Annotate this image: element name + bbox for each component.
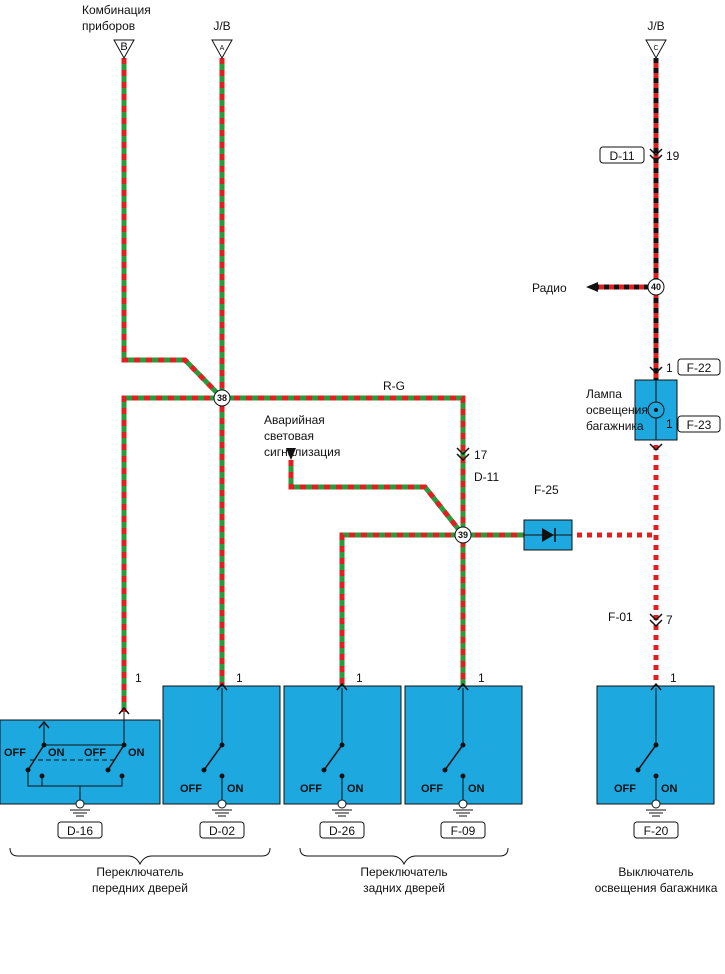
wire-color-label: R-G [383, 379, 405, 393]
svg-text:D-16: D-16 [67, 824, 93, 838]
wires [121, 58, 659, 712]
group-rear-2: задних дверей [363, 881, 445, 895]
lampa-label-3: багажника [586, 419, 644, 433]
jb-a-title: J/B [213, 19, 230, 33]
kombinatsiya-title-1: Комбинация [82, 3, 151, 17]
node-38: 38 [213, 389, 231, 407]
wire-to-d26 [339, 532, 463, 686]
svg-text:1: 1 [236, 671, 243, 685]
svg-text:1: 1 [478, 671, 485, 685]
svg-text:F-23: F-23 [687, 418, 712, 432]
group-trunk-2: освещения багажника [595, 881, 718, 895]
svg-text:38: 38 [217, 393, 227, 403]
svg-text:ON: ON [227, 783, 244, 795]
connector-f22: 1 F-22 [649, 358, 721, 376]
ground-icon [453, 799, 473, 817]
svg-text:ON: ON [48, 747, 65, 759]
jb-a-pin: A [220, 45, 225, 52]
radio-label: Радио [532, 281, 567, 295]
group-rear-1: Переключатель [360, 865, 447, 879]
trunk-lamp [634, 379, 678, 441]
ground-icon [332, 799, 352, 817]
svg-text:17: 17 [474, 448, 488, 462]
svg-text:1: 1 [135, 671, 142, 685]
group-front-1: Переключатель [96, 865, 183, 879]
svg-text:ON: ON [661, 783, 678, 795]
ground-icon [646, 799, 666, 817]
kombinatsiya-pin: B [120, 41, 127, 53]
svg-text:D-11: D-11 [474, 470, 499, 484]
switch-d16: 1 OFF ON OFF ON D-16 [0, 671, 161, 839]
svg-text:1: 1 [666, 417, 673, 431]
f25-label: F-25 [534, 483, 559, 497]
svg-text:1: 1 [666, 361, 673, 375]
brace-rear [299, 847, 509, 866]
wire-to-d16 [121, 395, 222, 712]
svg-text:ON: ON [468, 783, 485, 795]
connector-f23: 1 F-23 [649, 415, 721, 452]
svg-text:OFF: OFF [84, 747, 106, 759]
svg-text:OFF: OFF [421, 783, 443, 795]
avariynaya-label-1: Аварийная [264, 413, 325, 427]
connector-f01: F-01 7 [608, 610, 673, 628]
wire-radio [586, 282, 656, 292]
group-front-2: передних дверей [92, 881, 188, 895]
switch-f09: 1 OFF ON F-09 [404, 671, 523, 839]
svg-text:1: 1 [356, 671, 363, 685]
d11-top-pin: 19 [666, 149, 680, 163]
svg-text:D-02: D-02 [209, 824, 235, 838]
svg-text:D-26: D-26 [329, 824, 355, 838]
switch-f20: 1 OFF ON F-20 [596, 671, 715, 839]
svg-text:OFF: OFF [4, 747, 26, 759]
switch-d02: 1 OFF ON D-02 [162, 671, 281, 839]
lampa-label-1: Лампа [586, 387, 622, 401]
avariynaya-arrow-icon [286, 448, 296, 460]
group-trunk-1: Выключатель [618, 865, 693, 879]
svg-text:OFF: OFF [180, 783, 202, 795]
lampa-label-2: освещения [586, 403, 648, 417]
avariynaya-label-3: сигнализация [264, 445, 340, 459]
connector-d11-mid: 17 D-11 [456, 447, 499, 484]
svg-text:F-09: F-09 [451, 824, 476, 838]
svg-text:ON: ON [128, 747, 145, 759]
d11-top-label: D-11 [609, 149, 634, 163]
node-40: 40 [647, 278, 665, 296]
svg-text:OFF: OFF [614, 783, 636, 795]
svg-text:7: 7 [666, 613, 673, 627]
wire-avariynaya [288, 460, 465, 537]
svg-text:F-22: F-22 [687, 361, 712, 375]
svg-text:F-20: F-20 [644, 824, 669, 838]
wire-kombinatsiya [121, 58, 224, 400]
kombinatsiya-title-2: приборов [82, 19, 135, 33]
svg-text:1: 1 [670, 671, 677, 685]
top-connector-jb-c: J/B C [645, 19, 667, 60]
avariynaya-label-2: световая [264, 429, 314, 443]
ground-icon [70, 799, 90, 817]
svg-text:ON: ON [347, 783, 364, 795]
svg-text:40: 40 [651, 282, 661, 292]
top-connector-jb-a: J/B A [211, 19, 233, 60]
wire-r-g [222, 395, 466, 686]
ground-icon [212, 799, 232, 817]
switch-d26: 1 OFF ON D-26 [283, 671, 402, 839]
diode-f25 [523, 519, 573, 551]
connector-d11-top: D-11 19 [599, 146, 680, 164]
svg-text:F-01: F-01 [608, 610, 633, 624]
svg-text:OFF: OFF [300, 783, 322, 795]
jb-c-pin: C [653, 45, 658, 52]
node-39: 39 [454, 526, 472, 544]
top-connector-kombinatsiya: Комбинация приборов B [82, 3, 151, 60]
jb-c-title: J/B [647, 19, 664, 33]
svg-text:39: 39 [458, 530, 468, 540]
brace-front [9, 847, 271, 866]
